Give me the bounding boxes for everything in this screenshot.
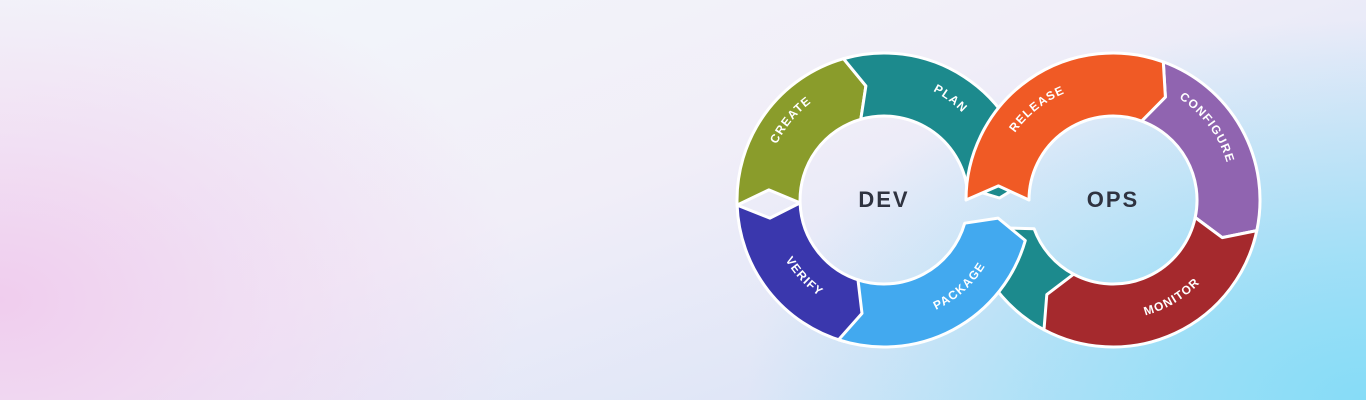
segment-verify	[735, 201, 868, 343]
segment-release	[964, 51, 1167, 202]
segments-layer	[735, 51, 1262, 349]
dev-label: DEV	[858, 187, 909, 212]
ops-label: OPS	[1087, 187, 1139, 212]
segment-package	[837, 216, 1027, 349]
segment-monitor	[1042, 216, 1259, 349]
segment-create	[735, 57, 868, 207]
